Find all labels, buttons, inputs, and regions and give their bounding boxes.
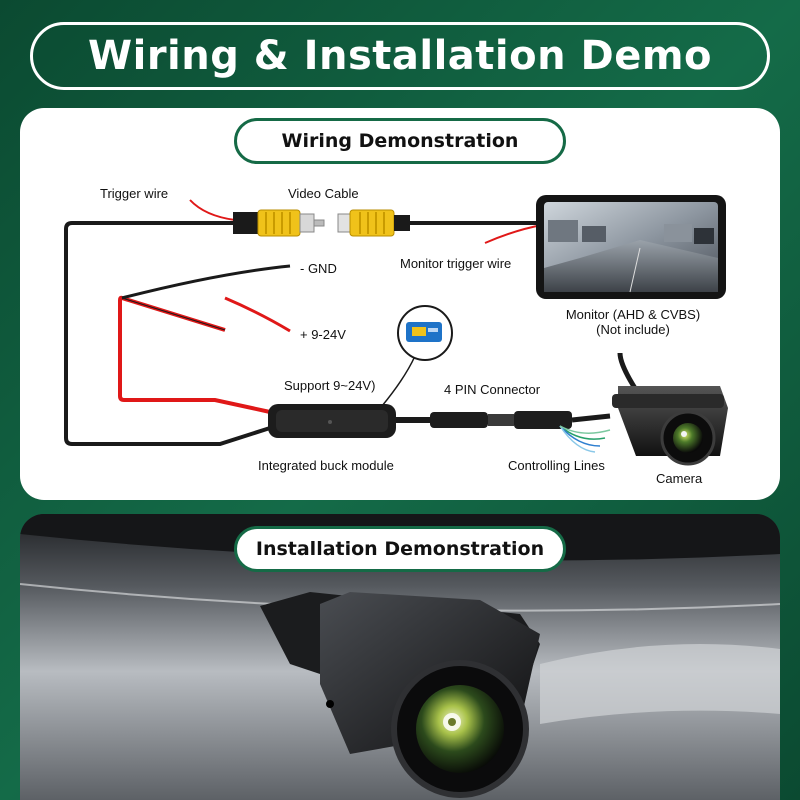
label-gnd: - GND: [300, 261, 337, 276]
label-monitor-trigger-wire: Monitor trigger wire: [400, 256, 512, 271]
label-monitor-line2: (Not include): [596, 322, 670, 337]
label-pin-connector: 4 PIN Connector: [444, 382, 541, 397]
label-buck-module: Integrated buck module: [258, 458, 394, 473]
label-monitor: Monitor (AHD & CVBS) (Not include): [558, 307, 708, 337]
trigger-wire: [189, 199, 236, 221]
rca-connector-right: [337, 209, 410, 237]
label-trigger-wire: Trigger wire: [100, 186, 169, 201]
gnd-wire: [121, 264, 291, 300]
label-monitor-line1: Monitor (AHD & CVBS): [565, 307, 701, 322]
power-wire-end: [224, 296, 291, 333]
chip-inset: [397, 305, 453, 361]
wiring-diagram: [64, 195, 728, 466]
black-wire-outline: [121, 297, 226, 331]
label-camera: Camera: [656, 471, 703, 486]
page-title: Wiring & Installation Demo: [30, 22, 770, 90]
main-video-cable: [64, 221, 271, 446]
controlling-lines: [559, 425, 611, 453]
label-video-cable: Video Cable: [288, 186, 359, 201]
label-support: Support 9~24V): [284, 378, 376, 393]
buck-module: [268, 404, 430, 438]
monitor-image: [536, 195, 726, 299]
installation-photo-panel: Installation Demonstration: [20, 514, 780, 800]
camera-image: [612, 386, 728, 466]
installation-section-heading: Installation Demonstration: [234, 526, 566, 572]
red-power-wire: [118, 295, 271, 414]
wiring-section-heading: Wiring Demonstration: [234, 118, 566, 164]
rca-connector-left: [233, 209, 325, 237]
installed-camera: [260, 592, 540, 798]
wiring-diagram-panel: Wiring Demonstration: [20, 108, 780, 500]
label-controlling-lines: Controlling Lines: [508, 458, 605, 473]
four-pin-connector: [430, 411, 611, 429]
label-power: + 9-24V: [300, 327, 346, 342]
monitor-trigger-wire: [484, 224, 543, 244]
